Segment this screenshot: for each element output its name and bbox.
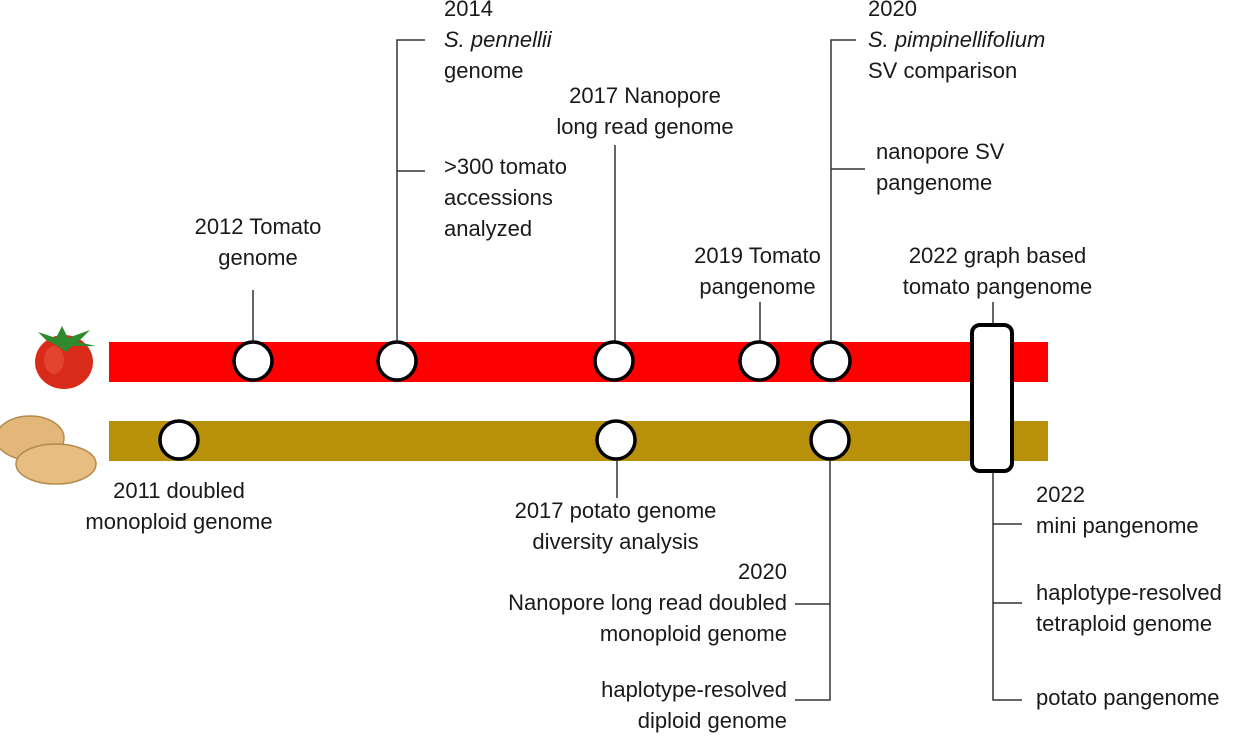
label-text: haplotype-resolved <box>601 677 787 702</box>
milestone-tomato-2012 <box>232 340 274 382</box>
label-text: 2017 Nanopore <box>569 83 721 108</box>
connector-tomato-2014 <box>396 39 425 342</box>
label-tomato-2012: 2012 Tomato genome <box>168 211 348 273</box>
label-potato-tetraploid: haplotype-resolved tetraploid genome <box>1036 577 1222 639</box>
milestone-2022-both <box>970 323 1014 473</box>
label-text: accessions <box>444 185 553 210</box>
connector-potato-2020 <box>795 461 831 701</box>
label-text: diversity analysis <box>532 529 699 554</box>
label-year: 2020 <box>738 559 787 584</box>
label-text: nanopore SV <box>876 139 1005 164</box>
label-text: tomato pangenome <box>902 274 1093 299</box>
label-potato-diploid: haplotype-resolved diploid genome <box>560 674 787 736</box>
label-text: genome <box>444 58 524 83</box>
connector-tomato-2020 <box>830 39 856 342</box>
label-species: S. pennellii <box>444 27 552 52</box>
label-text: pangenome <box>876 170 993 195</box>
label-text: 2017 potato genome <box>514 498 717 523</box>
label-text: diploid genome <box>637 708 787 733</box>
connector-potato-2022 <box>992 471 1022 701</box>
label-text: tetraploid genome <box>1036 611 1213 636</box>
label-text: genome <box>218 245 298 270</box>
label-text: haplotype-resolved <box>1036 580 1222 605</box>
label-tomato-2014: 2014 S. pennellii genome <box>444 0 552 86</box>
label-text: monoploid genome <box>599 621 787 646</box>
potato-icon <box>0 415 97 485</box>
milestone-potato-2011 <box>158 419 200 461</box>
milestone-potato-2017 <box>595 419 637 461</box>
label-text: long read genome <box>556 114 734 139</box>
label-text: >300 tomato <box>444 154 567 179</box>
label-text: potato pangenome <box>1036 685 1220 710</box>
label-text: 2012 Tomato <box>194 214 322 239</box>
label-text: pangenome <box>699 274 816 299</box>
label-text: 2022 graph based <box>908 243 1087 268</box>
label-year: 2014 <box>444 0 493 21</box>
label-text: monoploid genome <box>85 509 273 534</box>
label-year: 2020 <box>868 0 917 21</box>
label-text: 2011 doubled <box>113 478 245 503</box>
label-potato-2022: 2022 mini pangenome <box>1036 479 1199 541</box>
label-text: mini pangenome <box>1036 513 1199 538</box>
potato-track <box>109 421 1048 461</box>
milestone-tomato-2019 <box>738 340 780 382</box>
milestone-tomato-2020 <box>810 340 852 382</box>
label-potato-2011: 2011 doubled monoploid genome <box>68 475 290 537</box>
label-year: 2022 <box>1036 482 1085 507</box>
label-tomato-2020: 2020 S. pimpinellifolium SV comparison <box>868 0 1045 86</box>
label-text: SV comparison <box>868 58 1018 83</box>
label-species: S. pimpinellifolium <box>868 27 1046 52</box>
milestone-tomato-2014 <box>376 340 418 382</box>
connector-lines <box>252 39 1022 701</box>
milestone-potato-2020 <box>809 419 851 461</box>
tomato-icon <box>35 326 96 389</box>
label-potato-pangenome: potato pangenome <box>1036 682 1220 713</box>
label-tomato-2017: 2017 Nanopore long read genome <box>535 80 755 142</box>
label-tomato-sv-pangenome: nanopore SV pangenome <box>876 136 1004 198</box>
label-text: analyzed <box>444 216 533 241</box>
label-potato-2017: 2017 potato genome diversity analysis <box>478 495 753 557</box>
label-tomato-2019: 2019 Tomato pangenome <box>680 240 835 302</box>
label-text: Nanopore long read doubled <box>508 590 787 615</box>
label-tomato-2022: 2022 graph based tomato pangenome <box>885 240 1110 302</box>
milestone-tomato-2017 <box>593 340 635 382</box>
label-tomato-accessions: >300 tomato accessions analyzed <box>444 151 567 244</box>
label-potato-2020: 2020 Nanopore long read doubled monoploi… <box>460 556 787 649</box>
label-text: 2019 Tomato <box>694 243 821 268</box>
